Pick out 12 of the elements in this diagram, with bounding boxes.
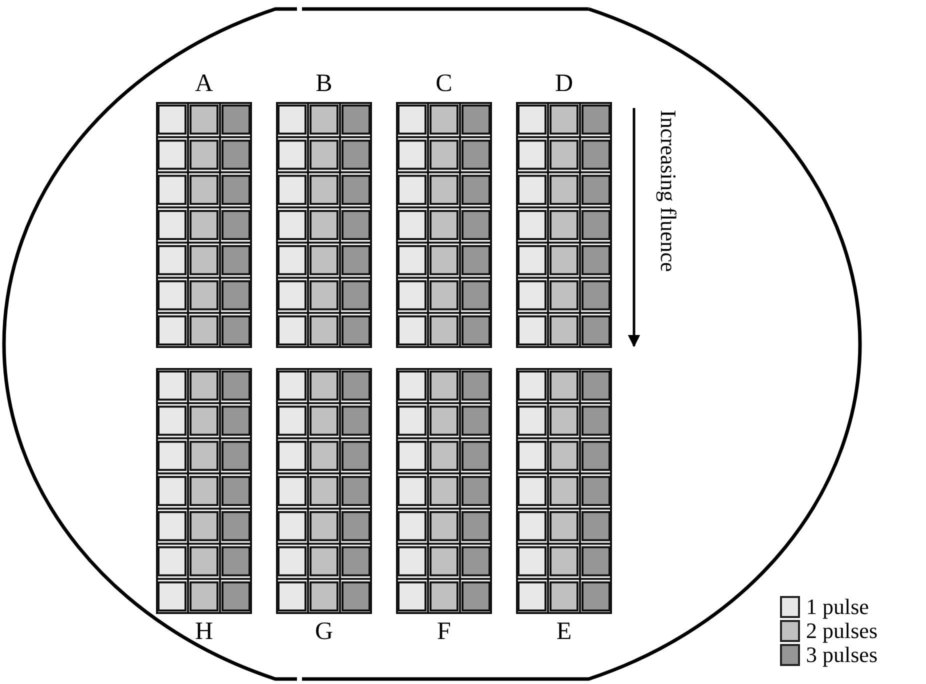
block-letter: D [554, 70, 574, 98]
block-letter: G [314, 618, 334, 646]
legend-label: 2 pulses [806, 619, 878, 643]
block-letter: A [194, 70, 214, 98]
legend-label: 3 pulses [806, 643, 878, 667]
block-letter: C [434, 70, 454, 98]
block-letter: B [314, 70, 334, 98]
axis-caption: Increasing fluence [655, 110, 681, 272]
legend-label: 1 pulse [806, 595, 869, 619]
block-letter: E [555, 618, 573, 646]
block-letter: F [436, 618, 452, 646]
block-letter: H [194, 618, 214, 646]
